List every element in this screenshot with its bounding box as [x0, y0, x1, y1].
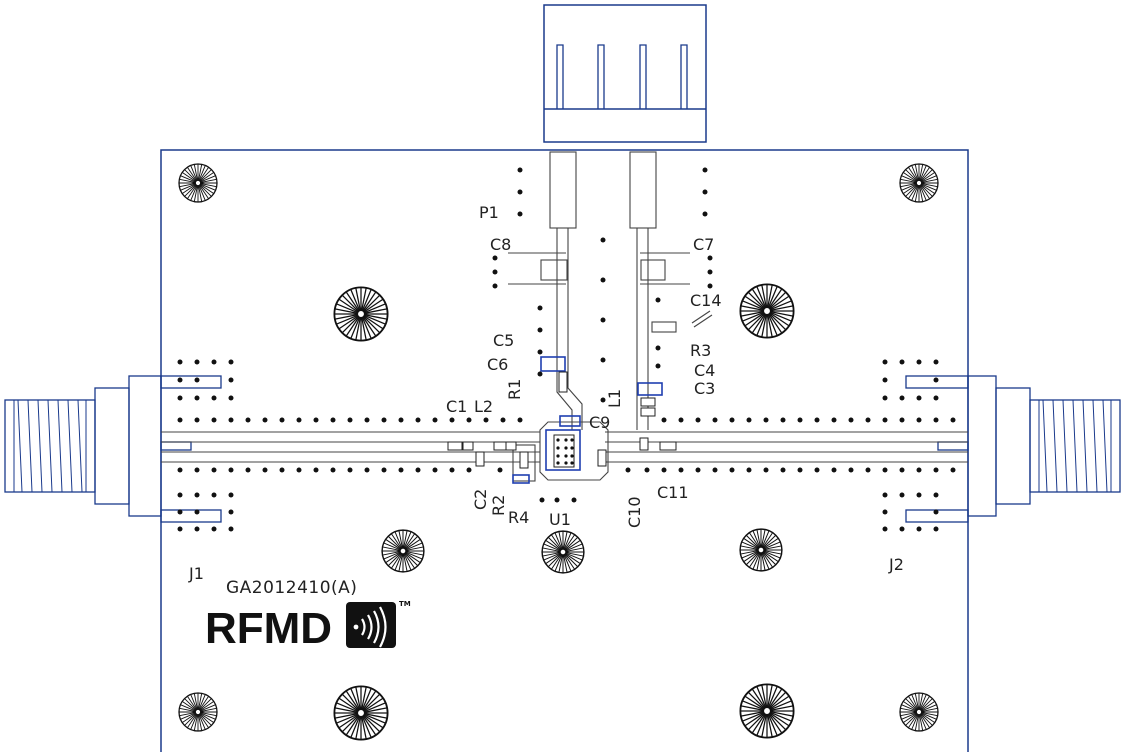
label-c9: C9	[589, 413, 610, 432]
header-connector-icon	[543, 4, 707, 143]
label-r3: R3	[690, 341, 711, 360]
label-c10: C10	[625, 496, 644, 528]
label-p1: P1	[479, 203, 499, 222]
board-marking: GA2012410(A)	[226, 578, 357, 598]
trademark-mark: TM	[399, 600, 411, 608]
smd-components	[447, 371, 677, 469]
label-c7: C7	[693, 235, 714, 254]
label-r2: R2	[489, 495, 508, 516]
component-pads	[512, 356, 663, 484]
label-c5: C5	[493, 331, 514, 350]
label-j1: J1	[188, 564, 204, 583]
sma-connector-icon	[4, 375, 222, 523]
label-l1: L1	[605, 389, 624, 408]
label-r4: R4	[508, 508, 529, 527]
label-c11: C11	[657, 483, 689, 502]
rf-transmission-line	[161, 431, 968, 463]
label-c8: C8	[490, 235, 511, 254]
rfmd-logo-text: RFMD	[205, 604, 332, 653]
label-c14: C14	[690, 291, 722, 310]
label-c4: C4	[694, 361, 715, 380]
label-u1: U1	[549, 510, 571, 529]
label-j2: J2	[888, 555, 904, 574]
rfmd-wave-icon	[346, 602, 396, 648]
label-c1: C1	[446, 397, 467, 416]
via-icon	[177, 167, 956, 532]
label-c6: C6	[487, 355, 508, 374]
label-r1: R1	[505, 379, 524, 400]
label-l2: L2	[474, 397, 493, 416]
ic-u1-pins	[556, 438, 574, 465]
label-c3: C3	[694, 379, 715, 398]
bias-traces	[508, 151, 713, 482]
component-labels: P1 C8 C7 C14 R3 C5 C6 R1 L1 C4 C3 C1 L2 …	[188, 203, 904, 583]
label-c2: C2	[471, 489, 490, 510]
